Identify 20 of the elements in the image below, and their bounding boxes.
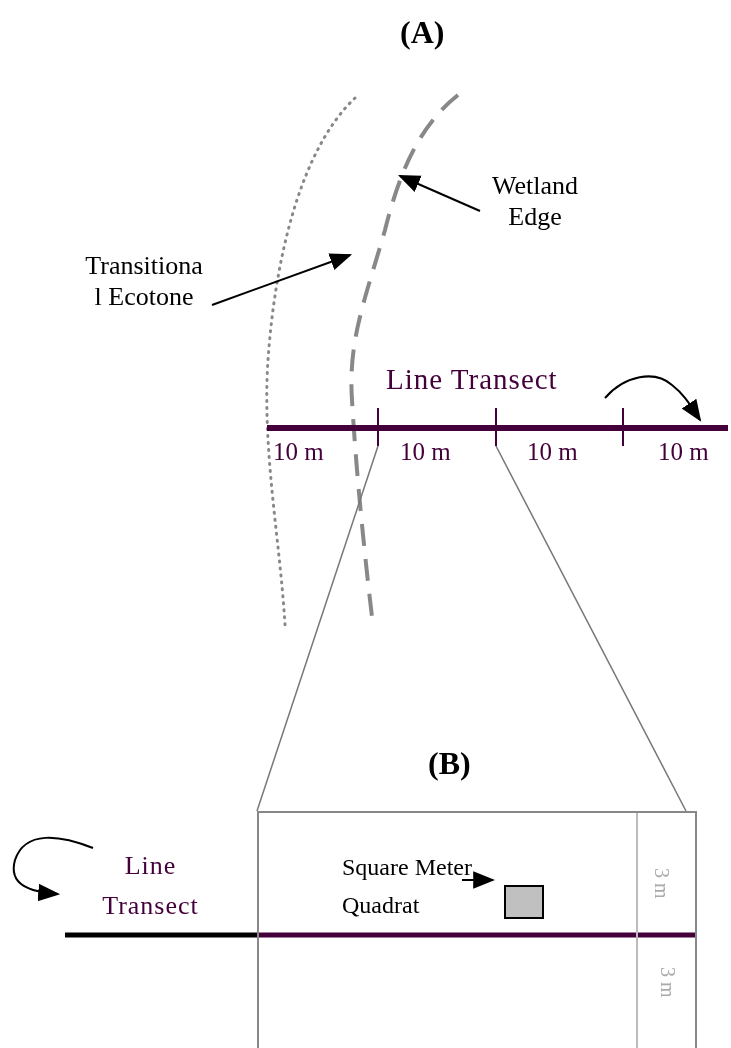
leader-arrow [211, 253, 353, 306]
distance-label: 10 m [400, 438, 451, 467]
distance-label: 3 m [656, 967, 679, 998]
panel-label: (B) [428, 745, 471, 782]
leader-arrow [461, 871, 496, 889]
callout-text: Square Meter Quadrat [342, 848, 537, 925]
panel-label: (A) [400, 14, 445, 51]
leader-arrow [398, 175, 481, 212]
quadrat-square [504, 885, 544, 919]
distance-label: 10 m [273, 438, 324, 467]
distance-label: 3 m [650, 868, 673, 899]
transect-label: Line Transect [386, 363, 558, 397]
callout-text: Wetland Edge [470, 170, 600, 233]
distance-label: 10 m [527, 438, 578, 467]
callout-text: Transitiona l Ecotone [82, 250, 206, 313]
distance-label: 10 m [658, 438, 709, 467]
transect-label: Line Transect [101, 850, 200, 923]
magnification-line [495, 445, 687, 812]
enlarged-plot-frame [257, 811, 697, 1048]
magnification-line [256, 445, 379, 812]
